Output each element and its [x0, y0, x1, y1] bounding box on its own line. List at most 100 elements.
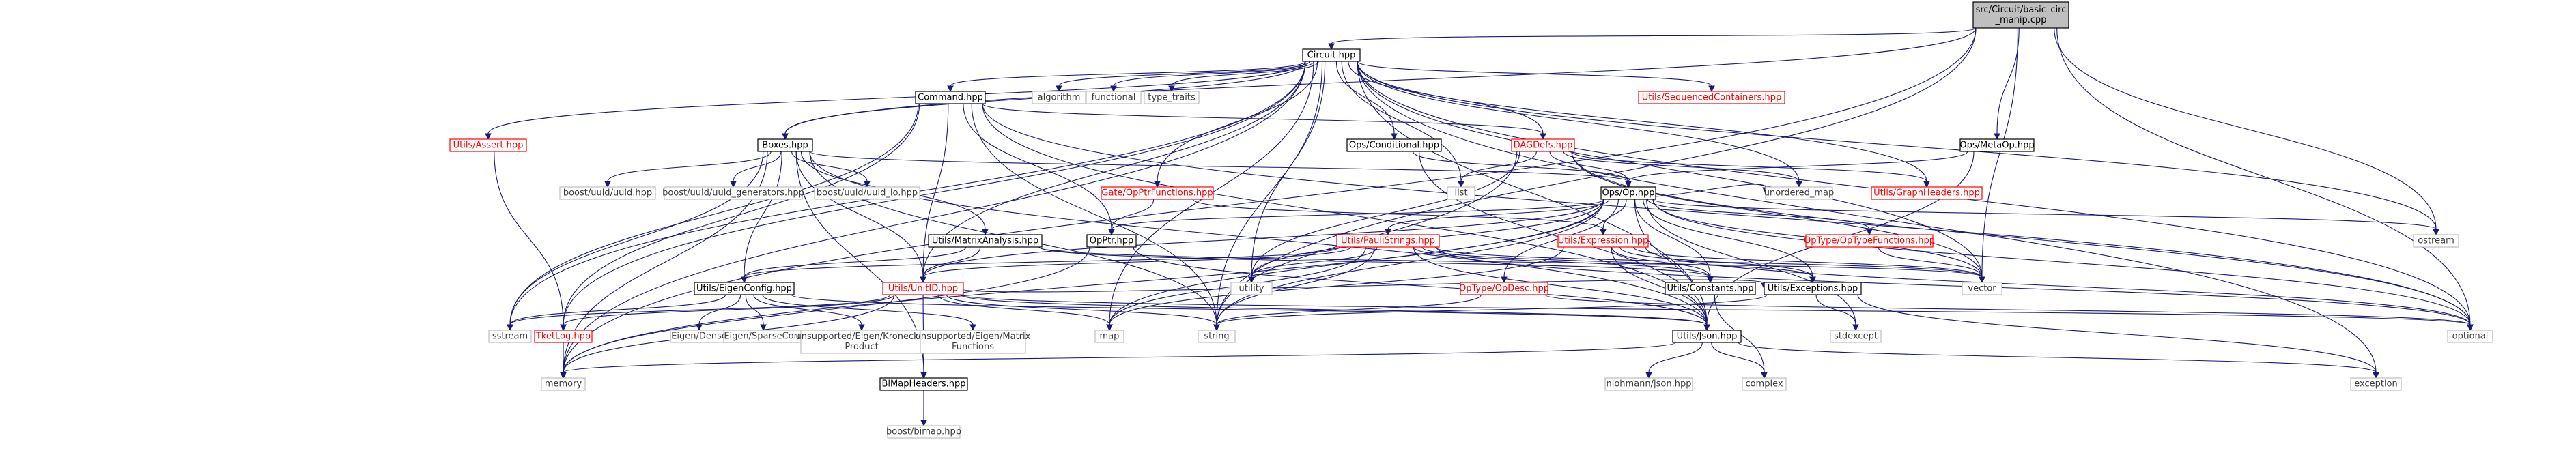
node-box	[1638, 91, 1785, 104]
node-seqcont[interactable]: Utils/SequencedContainers.hpp	[1638, 91, 1785, 104]
edge-expr-to-json	[1611, 246, 1710, 332]
node-uassert[interactable]: Utils/Assert.hpp	[449, 138, 527, 152]
node-functional: functional	[1086, 91, 1142, 104]
edge-eigencfg-to-json	[791, 294, 1710, 332]
node-box	[1805, 234, 1934, 248]
node-label: Ops/MetaOp.hpp	[1959, 141, 2034, 151]
node-label: Utils/PauliStrings.hpp	[1341, 236, 1435, 246]
node-label: Ops/Conditional.hpp	[1349, 141, 1439, 151]
node-eigencfg[interactable]: Utils/EigenConfig.hpp	[694, 282, 795, 295]
edge-pauli-to-eigencfg	[741, 246, 1340, 284]
node-box	[1198, 330, 1236, 343]
edge-eigencfg-to-unkron	[753, 294, 865, 332]
node-exceptions[interactable]: Utils/Exceptions.hpp	[1764, 282, 1862, 295]
node-box	[1765, 186, 1833, 200]
node-box	[1557, 234, 1649, 248]
edge-pauli-to-unitid	[920, 246, 1352, 284]
node-optypefn[interactable]: OpType/OpTypeFunctions.hpp	[1804, 234, 1935, 248]
node-label: unsupported/Eigen/Kronecker	[795, 332, 928, 342]
node-box	[1600, 186, 1656, 200]
node-circuit[interactable]: Circuit.hpp	[1302, 48, 1361, 62]
node-label: DAGDefs.hpp	[1514, 141, 1573, 151]
node-label: map	[1100, 332, 1120, 342]
node-box	[1871, 186, 1983, 200]
node-graphhdr[interactable]: Utils/GraphHeaders.hpp	[1871, 186, 1983, 200]
node-label: Utils/SequencedContainers.hpp	[1642, 93, 1782, 103]
edge-root-to-metaop	[1994, 27, 2020, 141]
node-box	[1094, 330, 1124, 343]
node-algorithm: algorithm	[1032, 91, 1086, 104]
node-conditional[interactable]: Ops/Conditional.hpp	[1346, 138, 1442, 152]
node-box	[1665, 282, 1756, 295]
edge-opop-to-opptr	[1108, 199, 1604, 236]
edge-command-to-json	[982, 103, 1710, 332]
edge-boxes-to-memory	[560, 151, 768, 379]
node-root[interactable]: src/Circuit/basic_circ_manip.cpp	[1972, 1, 2069, 29]
node-typetraits: type_traits	[1144, 91, 1200, 104]
edge-command-to-optional	[982, 103, 2474, 332]
node-box	[1302, 48, 1361, 62]
node-label: boost/uuid/uuid_generators.hpp	[662, 188, 804, 199]
node-box	[928, 234, 1043, 248]
node-label: Utils/GraphHeaders.hpp	[1873, 188, 1980, 199]
node-box	[2413, 234, 2459, 248]
node-label: string	[1204, 332, 1229, 342]
node-label: OpType/OpTypeFunctions.hpp	[1804, 236, 1935, 246]
node-label: Command.hpp	[918, 93, 983, 103]
edge-boxes-to-uuidio	[791, 151, 871, 188]
edge-root-to-circuit	[1328, 27, 1977, 50]
node-pauli[interactable]: Utils/PauliStrings.hpp	[1336, 234, 1440, 248]
edges-layer	[485, 27, 2474, 427]
node-box	[541, 377, 586, 391]
node-bimap[interactable]: BiMapHeaders.hpp	[879, 377, 968, 391]
node-expr[interactable]: Utils/Expression.hpp	[1557, 234, 1649, 248]
node-command[interactable]: Command.hpp	[915, 91, 986, 104]
nodes-layer: src/Circuit/basic_circ_manip.cppCircuit.…	[449, 1, 2493, 439]
node-label: unordered_map	[1764, 188, 1835, 199]
edge-exceptions-to-string	[1213, 294, 1768, 332]
node-dagdefs[interactable]: DAGDefs.hpp	[1511, 138, 1575, 152]
node-opop[interactable]: Ops/Op.hpp	[1600, 186, 1656, 200]
node-label: OpPtr.hpp	[1090, 236, 1133, 246]
node-box	[800, 330, 923, 354]
node-label: functional	[1092, 93, 1136, 103]
node-constants[interactable]: Utils/Constants.hpp	[1665, 282, 1756, 295]
node-opdesc[interactable]: OpType/OpDesc.hpp	[1459, 282, 1549, 295]
node-label: Boxes.hpp	[762, 141, 808, 151]
node-box	[488, 330, 532, 343]
node-label: Utils/Json.hpp	[1677, 332, 1738, 342]
node-gateopptr[interactable]: Gate/OpPtrFunctions.hpp	[1101, 186, 1214, 200]
edge-dagdefs-to-unordered	[1563, 151, 1802, 188]
edge-metaop-to-opop	[1625, 151, 1968, 188]
node-unitid[interactable]: Utils/UnitID.hpp	[882, 282, 964, 295]
node-eigensparse: Eigen/SparseCore	[723, 330, 804, 343]
edge-exceptions-to-exception	[1857, 294, 2379, 379]
edge-command-to-dagdefs	[982, 103, 1546, 141]
edge-circuit-to-command	[947, 61, 1306, 93]
node-eigendense: Eigen/Dense	[670, 330, 728, 343]
node-box	[1830, 330, 1882, 343]
edge-circuit-to-uassert	[485, 61, 1306, 141]
node-opptr[interactable]: OpPtr.hpp	[1086, 234, 1137, 248]
edge-opop-to-string	[1213, 199, 1604, 332]
node-box	[2350, 377, 2402, 391]
edge-expr-to-map	[1106, 246, 1564, 332]
node-label: Eigen/Dense	[671, 332, 727, 342]
node-box	[1959, 138, 2035, 152]
node-tklog[interactable]: TketLog.hpp	[534, 330, 593, 343]
edge-circuit-to-algorithm	[1056, 61, 1310, 93]
node-json[interactable]: Utils/Json.hpp	[1672, 330, 1742, 343]
edge-json-to-nlohmann	[1645, 342, 1703, 379]
node-metaop[interactable]: Ops/MetaOp.hpp	[1959, 138, 2035, 152]
node-box	[814, 186, 920, 200]
node-label: memory	[545, 379, 582, 390]
edge-json-to-memory	[560, 342, 1676, 379]
edge-eigencfg-to-eigensparse	[745, 294, 767, 332]
edge-unitid-to-sstream	[507, 294, 891, 332]
node-matanal[interactable]: Utils/MatrixAnalysis.hpp	[928, 234, 1043, 248]
node-label: unsupported/Eigen/Matrix	[916, 332, 1031, 342]
node-boxes[interactable]: Boxes.hpp	[757, 138, 813, 152]
node-uuid: boost/uuid/uuid.hpp	[559, 186, 656, 200]
node-label: OpType/OpDesc.hpp	[1459, 284, 1549, 294]
node-box	[1764, 282, 1862, 295]
